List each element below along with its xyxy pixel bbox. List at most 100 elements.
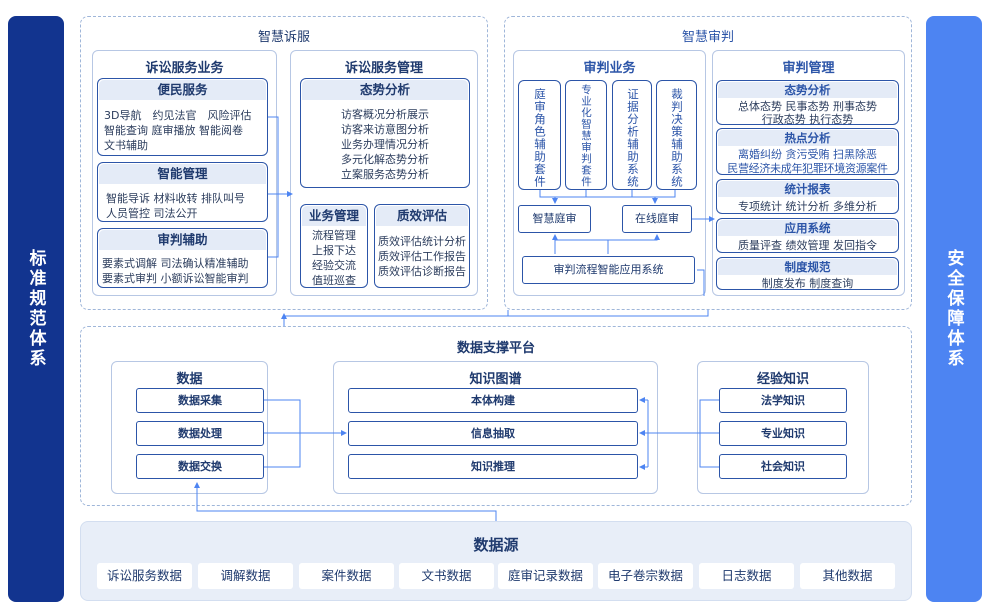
trial-suite-role-label: 庭审角色辅助套件 <box>533 88 547 188</box>
biz-mgmt-line-3: 经验交流 <box>312 259 356 272</box>
statistics-report-box: 统计报表 专项统计 统计分析 多维分析 <box>716 179 899 214</box>
apps-line-1: 质量评查 绩效管理 发回指令 <box>738 239 877 252</box>
data-collection-button[interactable]: 数据采集 <box>136 388 264 413</box>
smart-mgmt-line-2: 人员管控 司法公开 <box>106 207 198 220</box>
trial-suite-professional: 专业化智慧审判套件 <box>565 80 607 190</box>
knowledge-reasoning-button[interactable]: 知识推理 <box>348 454 638 479</box>
datasource-item: 诉讼服务数据 <box>97 563 192 589</box>
business-management-box: 业务管理 流程管理 上报下达 经验交流 值班巡查 <box>300 204 368 288</box>
application-system-box: 应用系统 质量评查 绩效管理 发回指令 <box>716 218 899 253</box>
trial-situation-title: 态势分析 <box>718 82 897 98</box>
smart-mgmt-line-1: 智能导诉 材料收转 排队叫号 <box>106 192 245 205</box>
data-exchange-label: 数据交换 <box>178 460 222 473</box>
professional-knowledge-button[interactable]: 专业知识 <box>719 421 847 446</box>
trial-aid-box: 审判辅助 要素式调解 司法确认精准辅助 要素式审判 小额诉讼智能审判 <box>97 228 268 288</box>
judgment-decision-system: 裁判决策辅助系统 <box>656 80 697 190</box>
ontology-building-label: 本体构建 <box>471 394 515 407</box>
trial-flow-system-button[interactable]: 审判流程智能应用系统 <box>522 256 695 284</box>
datasource-item: 电子卷宗数据 <box>598 563 693 589</box>
datasource-item: 庭审记录数据 <box>498 563 593 589</box>
convenience-line-1: 3D导航 约见法官 风险评估 <box>104 109 252 122</box>
trial-management-title: 审判管理 <box>782 61 835 76</box>
online-court-button[interactable]: 在线庭审 <box>622 205 692 233</box>
standard-system-pillar: 标准规范体系 <box>8 16 64 602</box>
business-management-title: 业务管理 <box>302 206 366 226</box>
litigation-management-title: 诉讼服务管理 <box>344 61 423 76</box>
data-processing-button[interactable]: 数据处理 <box>136 421 264 446</box>
statistics-report-title: 统计报表 <box>718 181 897 197</box>
trial-business-title: 审判业务 <box>583 61 636 76</box>
quality-line-2: 质效评估工作报告 <box>378 250 466 263</box>
litigation-business-title: 诉讼服务业务 <box>145 61 224 76</box>
trial-suite-role: 庭审角色辅助套件 <box>518 80 561 190</box>
data-processing-label: 数据处理 <box>178 427 222 440</box>
evidence-analysis-system: 证据分析辅助系统 <box>612 80 652 190</box>
quality-line-1: 质效评估统计分析 <box>378 235 466 248</box>
information-extraction-label: 信息抽取 <box>471 427 515 440</box>
standard-system-label: 标准规范体系 <box>25 249 46 369</box>
social-knowledge-button[interactable]: 社会知识 <box>719 454 847 479</box>
trial-section: 智慧审判 <box>504 16 912 310</box>
social-knowledge-label: 社会知识 <box>761 460 805 473</box>
trial-situation-box: 态势分析 总体态势 民事态势 刑事态势 行政态势 执行态势 <box>716 80 899 126</box>
convenience-service-title: 便民服务 <box>99 80 266 100</box>
experience-knowledge-title: 经验知识 <box>756 372 809 387</box>
situation-line-4: 多元化解态势分析 <box>341 153 429 166</box>
convenience-line-3: 文书辅助 <box>104 139 148 152</box>
smart-court-label: 智慧庭审 <box>532 212 577 225</box>
data-platform-title: 数据支撑平台 <box>456 341 535 356</box>
quality-evaluation-box: 质效评估 质效评估统计分析 质效评估工作报告 质效评估诊断报告 <box>374 204 470 288</box>
litigation-situation-box: 态势分析 访客概况分析展示 访客来访意图分析 业务办理情况分析 多元化解态势分析… <box>300 78 470 188</box>
smart-management-box: 智能管理 智能导诉 材料收转 排队叫号 人员管控 司法公开 <box>97 162 268 222</box>
data-exchange-button[interactable]: 数据交换 <box>136 454 264 479</box>
datasource-item: 其他数据 <box>800 563 895 589</box>
professional-knowledge-label: 专业知识 <box>761 427 805 440</box>
situation-line-1: 访客概况分析展示 <box>341 108 429 121</box>
datasource-item: 案件数据 <box>299 563 394 589</box>
litigation-title: 智慧诉服 <box>257 30 310 45</box>
datasource-section: 数据源 <box>80 521 912 601</box>
hotspot-line-2: 民营经济未成年犯罪环境资源案件 <box>727 162 888 175</box>
knowledge-graph-title: 知识图谱 <box>469 372 522 387</box>
security-system-pillar: 安全保障体系 <box>926 16 982 602</box>
online-court-label: 在线庭审 <box>635 212 679 225</box>
quality-evaluation-title: 质效评估 <box>376 206 468 226</box>
litigation-situation-title: 态势分析 <box>302 80 468 100</box>
trial-aid-line-2: 要素式审判 小额诉讼智能审判 <box>102 272 249 285</box>
litigation-section: 智慧诉服 <box>80 16 488 310</box>
biz-mgmt-line-1: 流程管理 <box>312 229 356 242</box>
situation-line-2: 访客来访意图分析 <box>341 123 429 136</box>
trial-situation-line-1: 总体态势 民事态势 刑事态势 <box>738 100 877 113</box>
security-system-label: 安全保障体系 <box>943 249 964 369</box>
stats-line-1: 专项统计 统计分析 多维分析 <box>738 200 877 213</box>
trial-title: 智慧审判 <box>681 30 734 45</box>
data-panel-title: 数据 <box>176 372 203 387</box>
rules-standard-box: 制度规范 制度发布 制度查询 <box>716 257 899 290</box>
convenience-line-2: 智能查询 庭审播放 智能阅卷 <box>104 124 243 137</box>
law-knowledge-button[interactable]: 法学知识 <box>719 388 847 413</box>
datasource-item: 调解数据 <box>198 563 293 589</box>
smart-management-title: 智能管理 <box>99 164 266 184</box>
information-extraction-button[interactable]: 信息抽取 <box>348 421 638 446</box>
rules-standard-title: 制度规范 <box>718 259 897 275</box>
application-system-title: 应用系统 <box>718 220 897 236</box>
datasource-title: 数据源 <box>473 536 519 554</box>
rules-line-1: 制度发布 制度查询 <box>761 277 854 290</box>
trial-aid-line-1: 要素式调解 司法确认精准辅助 <box>102 257 249 270</box>
trial-flow-system-label: 审判流程智能应用系统 <box>553 263 664 276</box>
biz-mgmt-line-2: 上报下达 <box>312 244 356 257</box>
datasource-item: 日志数据 <box>699 563 794 589</box>
ontology-building-button[interactable]: 本体构建 <box>348 388 638 413</box>
knowledge-reasoning-label: 知识推理 <box>471 460 515 473</box>
quality-line-3: 质效评估诊断报告 <box>378 265 466 278</box>
hotspot-analysis-title: 热点分析 <box>718 130 897 146</box>
trial-aid-title: 审判辅助 <box>99 230 266 250</box>
convenience-service-box: 便民服务 3D导航 约见法官 风险评估 智能查询 庭审播放 智能阅卷 文书辅助 <box>97 78 268 156</box>
smart-court-button[interactable]: 智慧庭审 <box>518 205 591 233</box>
biz-mgmt-line-4: 值班巡查 <box>312 274 356 287</box>
situation-line-3: 业务办理情况分析 <box>341 138 429 151</box>
trial-suite-professional-label: 专业化智慧审判套件 <box>580 84 592 188</box>
datasource-item: 文书数据 <box>399 563 494 589</box>
data-collection-label: 数据采集 <box>178 394 222 407</box>
hotspot-line-1: 离婚纠纷 贪污受贿 扫黑除恶 <box>738 148 877 161</box>
